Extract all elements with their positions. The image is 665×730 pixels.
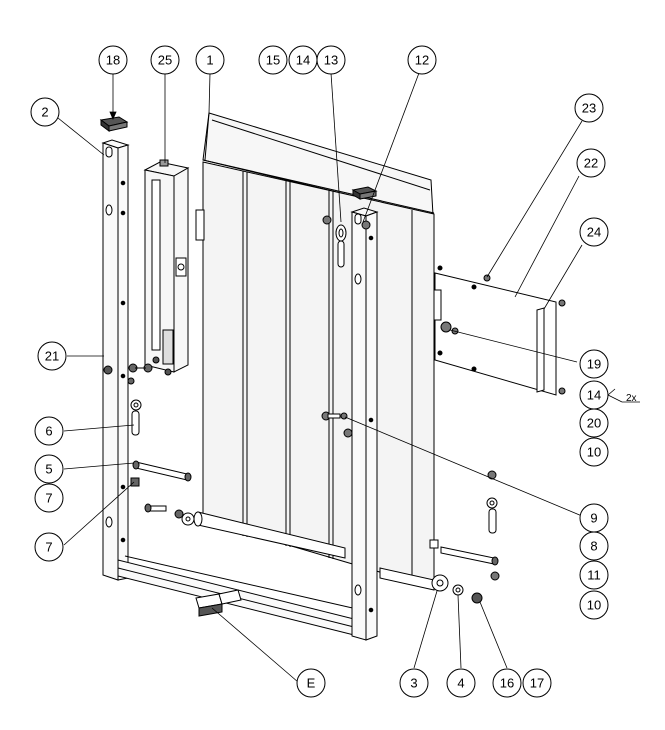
- callout-7-a: 7: [34, 483, 64, 513]
- callout-9: 9: [579, 503, 609, 533]
- callout-10-b: 10: [579, 590, 609, 620]
- callout-14-right: 14: [579, 380, 609, 410]
- callout-4: 4: [446, 668, 476, 698]
- svg-text:16: 16: [500, 676, 514, 691]
- callout-13: 13: [316, 45, 346, 75]
- callout-11: 11: [579, 560, 609, 590]
- svg-text:10: 10: [587, 598, 601, 613]
- svg-text:7: 7: [45, 540, 52, 555]
- svg-text:3: 3: [410, 676, 417, 691]
- callout-7-b: 7: [34, 532, 64, 562]
- svg-text:15: 15: [266, 53, 280, 68]
- post-cap-right: [351, 186, 378, 200]
- callout-8: 8: [579, 531, 609, 561]
- svg-text:2: 2: [41, 105, 48, 120]
- gate-panel: [193, 112, 435, 591]
- leader-lines: [57, 72, 623, 683]
- callout-17: 17: [522, 668, 552, 698]
- callout-19: 19: [579, 349, 609, 379]
- svg-text:22: 22: [584, 156, 598, 171]
- callout-22: 22: [576, 148, 606, 178]
- callout-1: 1: [195, 45, 225, 75]
- svg-text:7: 7: [45, 491, 52, 506]
- callout-23: 23: [574, 93, 604, 123]
- callout-10-a: 10: [579, 437, 609, 467]
- svg-text:5: 5: [45, 462, 52, 477]
- lock-body: [143, 159, 190, 376]
- callout-16: 16: [492, 668, 522, 698]
- svg-text:4: 4: [457, 676, 464, 691]
- callout-15: 15: [258, 45, 288, 75]
- svg-text:19: 19: [587, 357, 601, 372]
- callout-21: 21: [37, 341, 67, 371]
- left-post: [101, 139, 130, 581]
- callout-25: 25: [150, 45, 180, 75]
- quantity-note-2x: 2x: [626, 393, 637, 404]
- post-cap-18: [99, 116, 129, 132]
- svg-text:11: 11: [587, 568, 601, 583]
- svg-text:8: 8: [590, 539, 597, 554]
- svg-text:18: 18: [106, 53, 120, 68]
- hardware-right: [429, 265, 566, 604]
- callout-14-top: 14: [288, 45, 318, 75]
- svg-text:E: E: [307, 676, 316, 691]
- svg-text:20: 20: [587, 416, 601, 431]
- svg-text:23: 23: [582, 101, 596, 116]
- svg-text:1: 1: [206, 53, 213, 68]
- svg-text:25: 25: [158, 53, 172, 68]
- callout-2: 2: [30, 97, 60, 127]
- svg-text:21: 21: [45, 349, 59, 364]
- svg-text:24: 24: [587, 225, 601, 240]
- bottom-frame-rail: [117, 555, 371, 637]
- hardware-left: [127, 363, 195, 526]
- callout-18: 18: [98, 45, 128, 75]
- svg-text:17: 17: [530, 676, 544, 691]
- svg-text:12: 12: [415, 53, 429, 68]
- hardware-panel: [321, 215, 371, 438]
- callout-5: 5: [34, 454, 64, 484]
- callout-12: 12: [407, 45, 437, 75]
- ground-clamp-E: [195, 589, 242, 617]
- svg-text:14: 14: [587, 388, 601, 403]
- svg-text:9: 9: [590, 511, 597, 526]
- callout-20: 20: [579, 408, 609, 438]
- svg-text:10: 10: [587, 445, 601, 460]
- svg-text:14: 14: [296, 53, 310, 68]
- svg-text:13: 13: [324, 53, 338, 68]
- callout-6: 6: [34, 416, 64, 446]
- svg-text:6: 6: [45, 424, 52, 439]
- callout-24: 24: [579, 217, 609, 247]
- right-post: [350, 207, 379, 641]
- callout-E: E: [296, 668, 326, 698]
- callout-3: 3: [399, 668, 429, 698]
